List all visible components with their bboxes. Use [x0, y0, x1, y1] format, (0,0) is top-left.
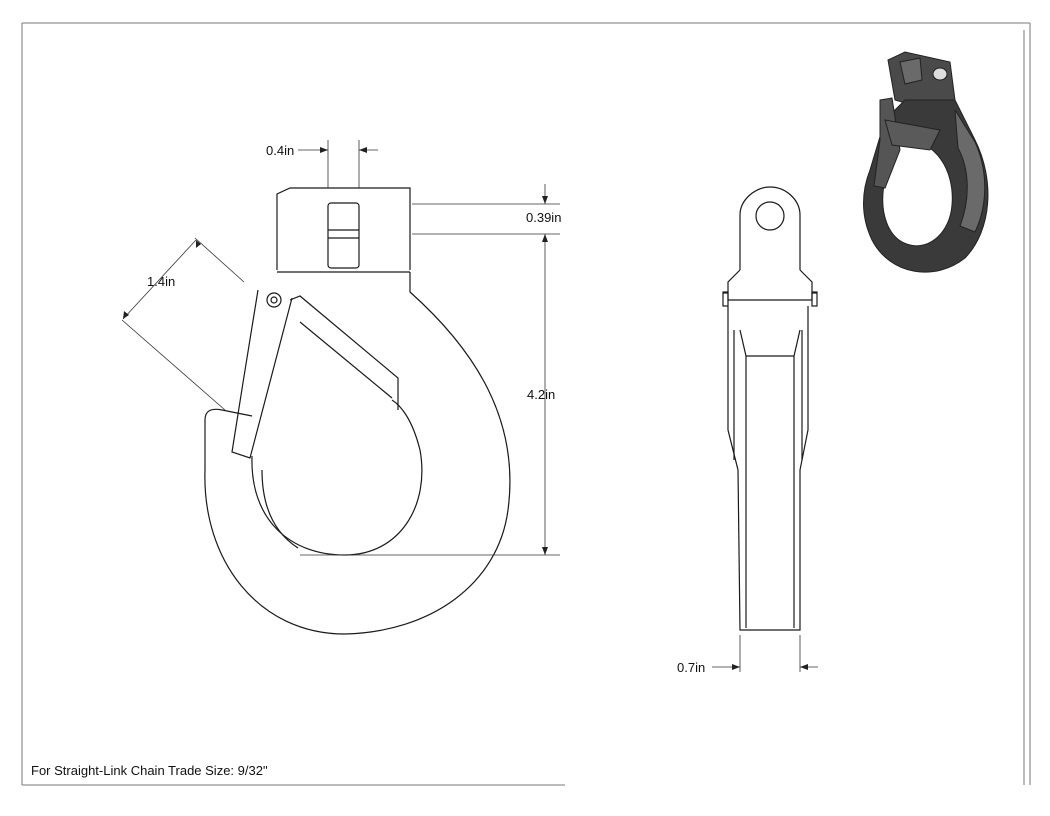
- sheet-border: [21, 22, 1031, 786]
- side-view-hook: [722, 186, 818, 631]
- dim-throat-width: 0.4in: [266, 143, 295, 158]
- front-view-hook: [204, 187, 511, 635]
- isometric-render: [863, 51, 989, 273]
- dim-side-thickness: 0.7in: [677, 660, 706, 675]
- dimension-arrows: [123, 147, 808, 670]
- dim-latch-length: 1.4in: [147, 274, 176, 289]
- dimension-lines: [121, 140, 818, 672]
- footnote-chain-size: For Straight-Link Chain Trade Size: 9/32…: [31, 763, 268, 778]
- dim-overall-height: 4.2in: [527, 387, 556, 402]
- dim-top-slot-depth: 0.39in: [526, 210, 562, 225]
